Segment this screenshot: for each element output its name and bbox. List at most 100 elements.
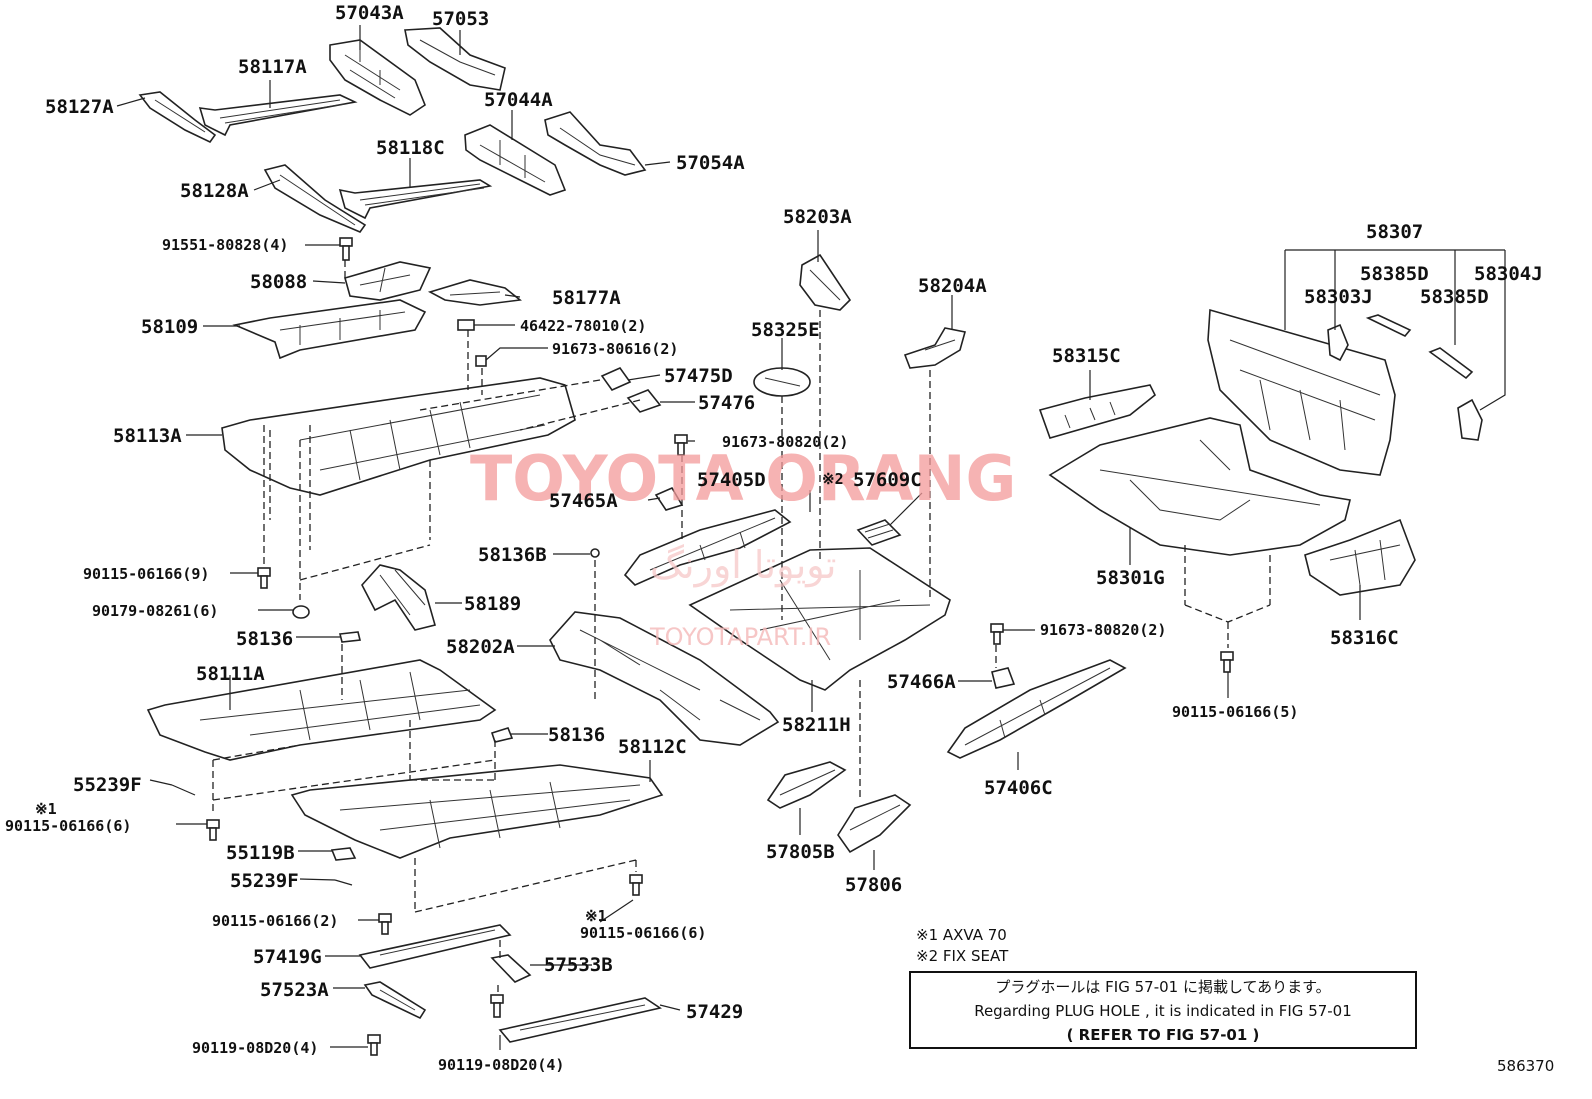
part-58136B <box>590 548 600 558</box>
watermark-main: TOYOTA ORANG <box>470 442 1016 515</box>
bolt-90115-9 <box>257 567 271 589</box>
label-57405D: 57405D <box>697 469 766 491</box>
part-58204A <box>903 327 967 369</box>
label-58301G: 58301G <box>1096 567 1165 589</box>
bolt-90115-6-a <box>206 819 220 841</box>
bolt-90119-b <box>490 994 504 1018</box>
part-58118C <box>338 179 493 220</box>
mark-2: ※2 <box>822 470 844 488</box>
part-58385D-a <box>1365 314 1412 337</box>
label-90119-08D20-a: 90119-08D20(4) <box>192 1039 318 1057</box>
part-58301G <box>1048 417 1351 556</box>
figure-number: 586370 <box>1497 1057 1554 1075</box>
part-58112C <box>290 764 664 859</box>
part-57466A <box>991 667 1016 689</box>
label-57053: 57053 <box>432 8 489 30</box>
part-58316C <box>1304 518 1416 596</box>
label-57043A: 57043A <box>335 2 404 24</box>
part-57523A <box>363 981 427 1020</box>
part-58128A <box>263 164 367 233</box>
note-box-line-1: プラグホールは FIG 57-01 に掲載してあります。 <box>995 978 1330 996</box>
part-57806 <box>837 794 912 854</box>
label-58304J: 58304J <box>1474 263 1543 285</box>
label-58136B: 58136B <box>478 544 547 566</box>
label-58136-upper: 58136 <box>236 628 293 650</box>
label-57805B: 57805B <box>766 841 835 863</box>
part-57043A <box>329 39 426 116</box>
part-58385D-b <box>1428 347 1474 380</box>
part-58307 <box>1207 308 1396 476</box>
part-58136-lower <box>490 727 514 743</box>
label-91673-80616: 91673-80616(2) <box>552 340 678 358</box>
label-58307: 58307 <box>1366 221 1423 243</box>
mark-1-b: ※1 <box>585 907 607 925</box>
bolt-90115-2 <box>378 913 392 935</box>
clip-46422 <box>457 319 475 331</box>
part-58303J <box>1327 323 1349 362</box>
label-58128A: 58128A <box>180 180 249 202</box>
label-90115-06166-6-a: 90115-06166(6) <box>5 817 131 835</box>
bolt-91551 <box>339 237 353 261</box>
part-58203A <box>799 253 852 311</box>
label-57533B: 57533B <box>544 954 613 976</box>
label-91673-80820-a: 91673-80820(2) <box>722 433 848 451</box>
label-58136-lower: 58136 <box>548 724 605 746</box>
watermark-url: TOYOTAPART.IR <box>649 623 831 651</box>
label-90115-06166-9: 90115-06166(9) <box>83 565 209 583</box>
part-57476 <box>626 389 662 413</box>
label-57466A: 57466A <box>887 671 956 693</box>
part-58088 <box>344 261 432 301</box>
note-box-line-3: ( REFER TO FIG 57-01 ) <box>1067 1026 1260 1044</box>
part-57053 <box>404 27 506 91</box>
bolt-91673-80820-a <box>674 434 688 456</box>
label-57609C: 57609C <box>853 469 922 491</box>
leader-lines <box>116 25 1506 1050</box>
label-58112C: 58112C <box>618 736 687 758</box>
label-57054A: 57054A <box>676 152 745 174</box>
label-57044A: 57044A <box>484 89 553 111</box>
label-57406C: 57406C <box>984 777 1053 799</box>
label-91673-80820-b: 91673-80820(2) <box>1040 621 1166 639</box>
label-58127A: 58127A <box>45 96 114 118</box>
label-90115-06166-2: 90115-06166(2) <box>212 912 338 930</box>
label-57806: 57806 <box>845 874 902 896</box>
part-57405D <box>623 509 792 586</box>
part-58211H <box>688 547 951 691</box>
note-axva: ※1 AXVA 70 <box>916 926 1007 944</box>
part-57805B <box>766 761 847 809</box>
watermark-farsi: تویوتا اورنگ <box>650 543 837 588</box>
part-57406C <box>946 659 1127 759</box>
label-55239F-a: 55239F <box>73 774 142 796</box>
bolt-90119-a <box>367 1034 381 1056</box>
part-58111A <box>146 659 497 761</box>
label-58204A: 58204A <box>918 275 987 297</box>
label-58111A: 58111A <box>196 663 265 685</box>
part-58136-upper <box>339 631 361 643</box>
label-58113A: 58113A <box>113 425 182 447</box>
part-57054A <box>544 111 647 176</box>
label-46422-78010: 46422-78010(2) <box>520 317 646 335</box>
part-58117A <box>198 94 358 137</box>
part-57429 <box>498 997 662 1043</box>
label-58315C: 58315C <box>1052 345 1121 367</box>
label-58118C: 58118C <box>376 137 445 159</box>
label-91551-80828: 91551-80828(4) <box>162 236 288 254</box>
bolt-91673-80616 <box>475 355 487 367</box>
part-58177A <box>427 279 522 306</box>
mark-1-a: ※1 <box>35 800 57 818</box>
label-90119-08D20-b: 90119-08D20(4) <box>438 1056 564 1074</box>
label-58088: 58088 <box>250 271 307 293</box>
label-58303J: 58303J <box>1304 286 1373 308</box>
label-90115-06166-6-b: 90115-06166(6) <box>580 924 706 942</box>
part-58127A <box>138 91 217 144</box>
label-58177A: 58177A <box>552 287 621 309</box>
part-58109 <box>232 299 427 360</box>
label-55119B: 55119B <box>226 842 295 864</box>
assembly-guides <box>212 260 1271 995</box>
part-57533B <box>490 954 532 983</box>
label-58117A: 58117A <box>238 56 307 78</box>
part-58315C <box>1038 384 1157 439</box>
label-57523A: 57523A <box>260 979 329 1001</box>
label-58211H: 58211H <box>782 714 851 736</box>
part-57419G <box>358 924 512 969</box>
